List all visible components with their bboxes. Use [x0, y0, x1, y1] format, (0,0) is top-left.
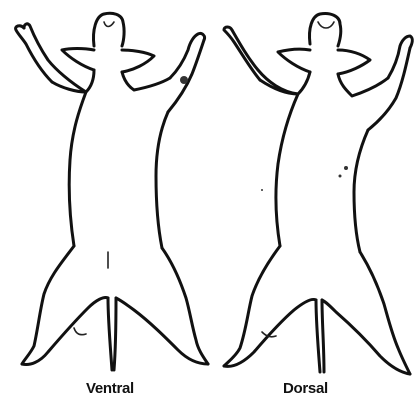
dorsal-label: Dorsal — [283, 380, 328, 398]
ventral-pelt-outline — [16, 13, 208, 370]
dorsal-pelt-outline — [224, 13, 412, 374]
ventral-label: Ventral — [86, 380, 134, 398]
